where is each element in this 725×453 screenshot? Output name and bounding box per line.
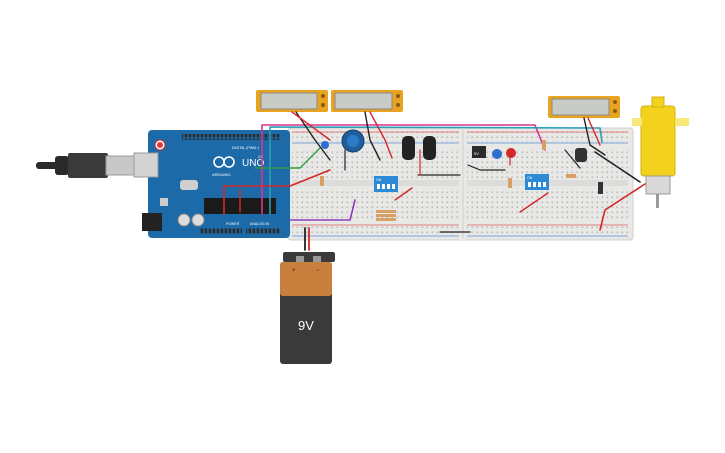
lcd-display-2 bbox=[331, 90, 403, 112]
arduino-power-label: POWER bbox=[226, 222, 240, 226]
ic-label: 5V bbox=[474, 151, 479, 156]
potentiometer bbox=[341, 129, 365, 153]
transistor bbox=[575, 148, 587, 162]
sensor-module: 5V bbox=[472, 146, 486, 158]
usb-cable bbox=[36, 153, 137, 178]
battery-plus-label: + bbox=[292, 268, 296, 274]
resistor-4 bbox=[566, 174, 576, 178]
battery-label: 9V bbox=[298, 318, 314, 333]
lcd-display-3 bbox=[548, 96, 620, 118]
arduino-digital-label: DIGITAL (PWM~) bbox=[232, 146, 259, 150]
lcd-display-1 bbox=[256, 90, 328, 112]
capacitor-2 bbox=[423, 136, 436, 160]
dip-switch-1: ON bbox=[374, 176, 398, 192]
capacitor-1 bbox=[402, 136, 415, 160]
resistor-3 bbox=[542, 140, 546, 150]
led-red bbox=[506, 148, 516, 158]
breadboard bbox=[287, 127, 634, 241]
led-blue bbox=[492, 149, 502, 159]
diode bbox=[598, 182, 603, 194]
battery-minus-label: − bbox=[316, 268, 320, 274]
dc-motor bbox=[632, 96, 689, 208]
arduino-uno-board: UNO ARDUINO DIGITAL (PWM~) ON POWER ANAL… bbox=[133, 130, 290, 238]
dip-switch-2: ON bbox=[525, 174, 549, 190]
battery-9v: + − 9V bbox=[280, 252, 335, 364]
resistor-1 bbox=[320, 176, 324, 186]
blue-component bbox=[321, 141, 329, 149]
resistor-2 bbox=[508, 178, 512, 188]
arduino-analog-label: ANALOG IN bbox=[250, 222, 270, 226]
arduino-model-label: UNO bbox=[242, 158, 264, 169]
resistor-array bbox=[376, 210, 396, 221]
arduino-on-label: ON bbox=[258, 155, 264, 159]
wires bbox=[223, 111, 646, 251]
dip-switch-1-label: ON bbox=[376, 178, 382, 182]
dip-switch-2-label: ON bbox=[527, 176, 533, 180]
arduino-brand-label: ARDUINO bbox=[212, 172, 230, 177]
